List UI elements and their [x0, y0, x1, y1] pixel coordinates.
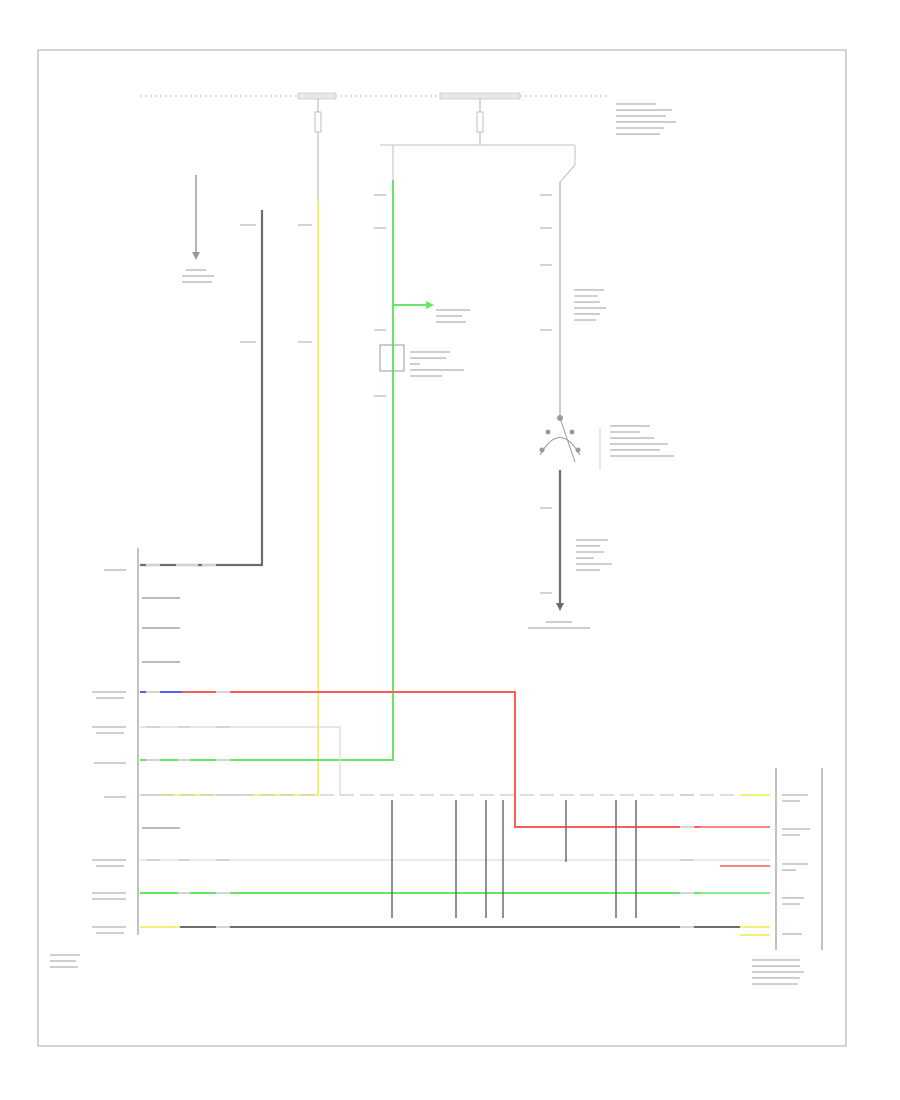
splice-right-diag — [559, 164, 576, 183]
wire-code-ticks — [146, 194, 694, 928]
ground-left-arrow — [192, 252, 200, 260]
wire-red — [140, 691, 700, 828]
wire-dark-gray — [140, 210, 264, 567]
ecm-left-labels — [50, 569, 126, 968]
wire-white — [140, 726, 341, 795]
fuse-left — [314, 111, 322, 133]
trans-range-label-lines — [574, 289, 674, 470]
ecm-right-labels — [752, 794, 810, 985]
bus-connector-mid — [439, 92, 521, 100]
ground-left-label-lines — [182, 269, 214, 283]
wire-green — [140, 180, 394, 761]
ground-bottom-arrow — [556, 603, 564, 611]
relay-box-note-lines — [410, 309, 470, 377]
bus-connector-left — [297, 92, 337, 100]
ecm-left-pins — [142, 597, 180, 829]
shield-drops — [391, 800, 637, 918]
green-stub-arrow — [426, 301, 434, 309]
bus-right-note-lines — [616, 103, 676, 135]
wire-yellow — [140, 200, 319, 796]
ecm-right-pins — [700, 794, 770, 936]
diagram-frame — [37, 49, 847, 1047]
fuse-mid — [476, 111, 484, 133]
junction-connector — [379, 344, 405, 372]
ground-bottom-label-lines — [528, 539, 612, 629]
trans-range-switch — [539, 415, 581, 463]
